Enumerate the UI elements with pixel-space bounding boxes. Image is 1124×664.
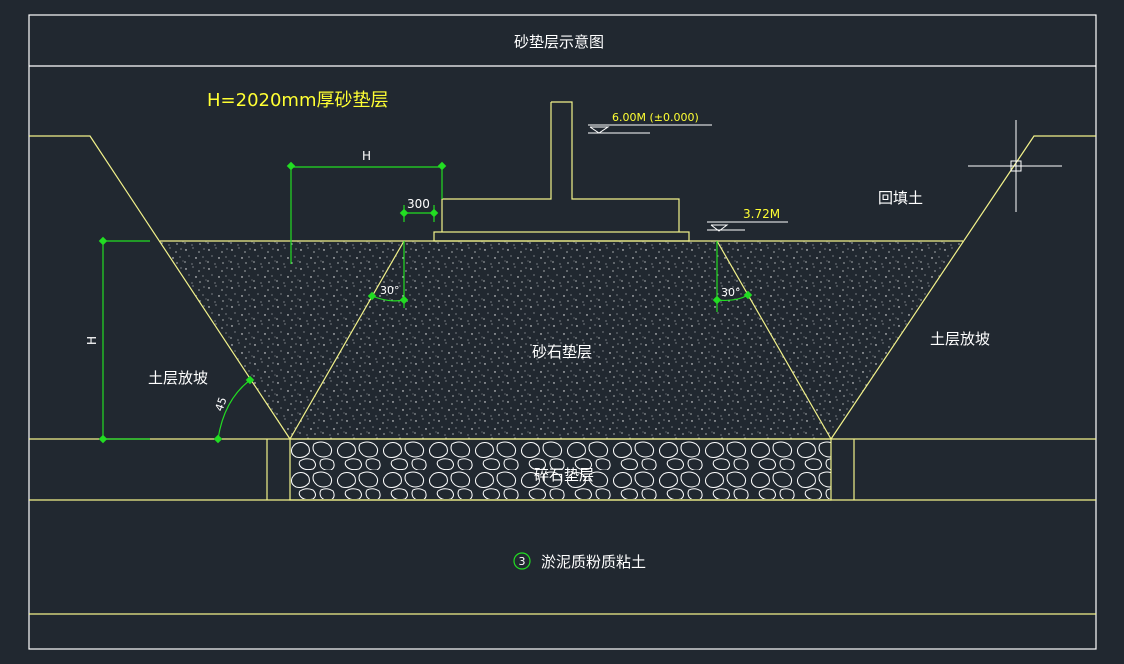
elevation-base-label: 3.72M [743,207,780,221]
sand-layer-label: 砂石垫层 [532,343,592,361]
crosshair-cursor-icon [968,120,1062,212]
slope-left-label: 土层放坡 [148,369,208,387]
soil-name-label: 淤泥质粉质粘土 [541,553,646,571]
thickness-note: H=2020mm厚砂垫层 [207,90,389,111]
angle-right-label: 30° [721,286,741,299]
elevation-marker-top [588,124,712,134]
dimension-h-vertical: H [85,336,99,345]
elevation-top-label: 6.00M (±0.000) [612,111,699,124]
sand-layer-area [160,241,963,439]
gravel-layer-area [290,440,831,499]
dimension-300: 300 [407,197,430,211]
excavation-outline [29,135,1096,501]
soil-number: 3 [519,555,526,568]
drawing-frame [28,14,1097,650]
angle-left-label: 30° [380,284,400,297]
backfill-label: 回填土 [878,189,923,207]
elevation-marker-base [707,221,788,232]
gravel-layer-label: 碎石垫层 [534,466,594,484]
dimension-h-horizontal: H [362,149,371,163]
drawing-title: 砂垫层示意图 [514,33,604,51]
angle-45-label: 45 [213,395,230,413]
slope-right-label: 土层放坡 [930,330,990,348]
dimension-ticks [98,161,753,444]
foundation-outline [433,101,690,242]
soil-number-circle [513,552,531,570]
